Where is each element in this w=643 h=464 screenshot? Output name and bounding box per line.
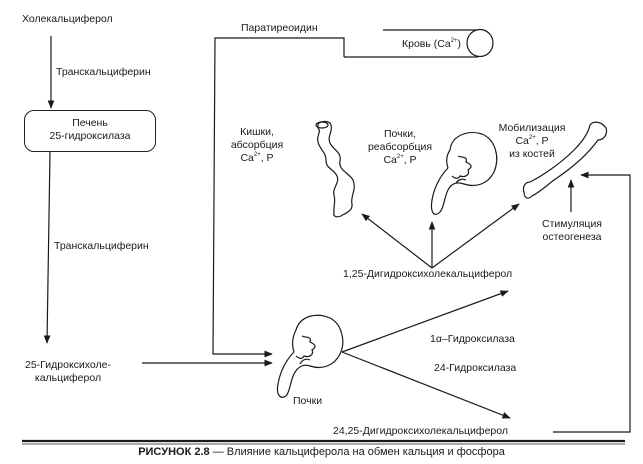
label-25-hydroxy-line1: 25-Гидроксихоле- [25,359,111,371]
blood-text: Кровь (Ca [402,38,451,50]
liver-enzyme-label: 25-гидроксилаза [49,130,131,142]
blood-sup: 2+ [450,38,458,44]
parathyroidin-path [212,37,345,358]
kidney-icon-lower [276,314,344,398]
arrow-kidney-to-125 [341,290,509,353]
label-mobilization-line3: из костей [509,148,555,160]
liver-label: Печень [72,117,108,129]
label-25-hydroxy: 25-Гидроксихоле- кальциферол [18,359,118,385]
arrow-kidney-to-2425 [341,351,511,419]
intestine-end [315,121,329,129]
label-125-dihydroxy: 1,25-Дигидроксихолекальциферол [343,268,513,280]
label-mobilization-line1: Мобилизация [498,122,566,134]
arrow-liver-to-25-hydroxy [43,151,51,344]
ca-text: Ca [515,135,529,147]
label-osteogenesis: Стимуляция остеогенеза [533,218,611,244]
ca-text: Ca [240,152,254,164]
feedback-2425-to-bone [553,171,631,433]
ca-sup: 2+ [396,154,404,160]
blood-suffix: ) [457,38,462,50]
p-text: , P [260,152,274,164]
figure-caption: РИСУНОК 2.8 — Влияние кальциферола на об… [0,446,643,458]
bone-icon [522,121,608,199]
label-25-hydroxy-line2: кальциферол [34,372,102,384]
label-kidneys: Почки [293,395,323,407]
p-text: , P [403,154,417,166]
label-intestine-line2: абсорбция [230,139,284,151]
label-osteogenesis-line1: Стимуляция [542,218,602,230]
label-transcalciferin-top: Транскальциферин [56,66,151,78]
label-intestine-line3: Ca2+, P [222,152,292,165]
p-text: , P [535,135,549,147]
label-mobilization-line2: Ca2+, P [492,135,572,148]
ca-sup: 2+ [253,152,261,158]
arrow-125-to-bone [431,203,520,269]
intestine-icon [316,120,355,218]
liver-box: Печень 25-гидроксилаза [24,110,156,152]
caption-number: РИСУНОК 2.8 [138,446,210,458]
ca-text: Ca [383,154,397,166]
label-intestine-line1: Кишки, [240,126,274,138]
arrow-125-to-intestine [361,213,433,269]
label-1a-hydroxylase: 1α–Гидроксилаза [430,333,515,345]
label-cholecalciferol: Холекальциферол [22,13,113,25]
label-kidney-reabs-line3: Ca2+, P [360,154,440,167]
label-2425-dihydroxy: 24,25-Дигидроксихолекальциферол [333,425,508,437]
label-mobilization: Мобилизация Ca2+, P из костей [492,122,572,161]
label-24-hydroxylase: 24-Гидроксилаза [434,362,517,374]
label-kidney-reabs-line2: реабсорбция [367,141,433,153]
label-transcalciferin-bottom: Транскальциферин [54,240,149,252]
kidney-icon-upper [430,131,498,215]
caption-text: — Влияние кальциферола на обмен кальция … [209,446,505,458]
label-kidney-reabsorption: Почки, реабсорбция Ca2+, P [360,128,440,167]
label-parathyroidin: Паратиреоидин [241,22,318,34]
ca-sup: 2+ [528,135,536,141]
label-blood: Кровь (Ca2+) [402,38,461,51]
label-intestine: Кишки, абсорбция Ca2+, P [222,126,292,165]
label-kidney-reabs-line1: Почки, [383,128,416,140]
blood-vessel-icon [466,28,494,58]
label-osteogenesis-line2: остеогенеза [542,231,602,243]
